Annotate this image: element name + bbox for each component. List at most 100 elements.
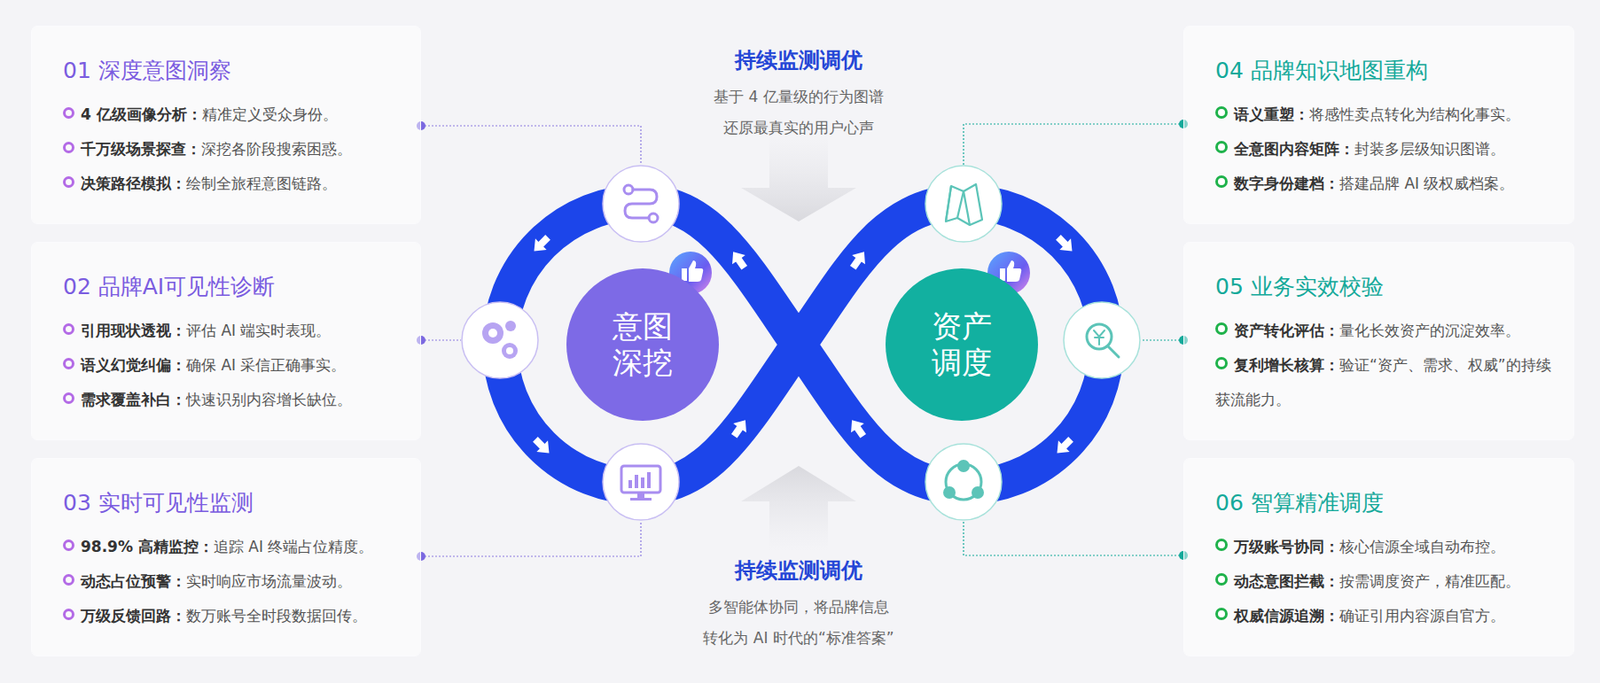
bullet-mark [1215,357,1228,370]
bullet-term: 资产转化评估： [1233,321,1340,340]
bullet-line: 语义重塑：将感性卖点转化为结构化事实。 [1215,97,1556,133]
bullet-desc: 评估 AI 端实时表现。 [186,321,331,340]
route-icon [624,185,658,223]
bullet-mark [62,107,75,119]
bullet-term: 权威信源追溯： [1233,607,1340,625]
bullet-line: 决策路径模拟：绘制全旅程意图链路。 [62,166,403,202]
bullet-term: 引用现状透视： [80,321,187,340]
section-heading: 持续监测调优 [734,556,863,586]
leader-dots [416,119,1188,562]
bullet-mark [62,574,75,586]
bullet-mark [1215,175,1228,188]
monitor-icon [621,466,661,501]
bullet-desc: 实时响应市场流量波动。 [186,572,352,591]
panel-heading: 01 深度意图洞察 [62,56,403,86]
info-panel: 03 实时可见性监测98.9% 高精监控：追踪 AI 终端占位精度。动态占位预警… [31,458,422,657]
map-icon [945,184,983,226]
bullet-mark [1215,140,1228,154]
panel-heading: 02 品牌AI可见性诊断 [62,273,403,302]
bullet-line: 万级账号协同：核心信源全域自动布控。 [1215,530,1556,565]
bullet-desc: 将感性卖点转化为结构化事实。 [1309,105,1521,124]
section-note: 基于 4 亿量级的行为图谱 还原最真实的用户心声 [702,81,896,144]
bullet-line: 数字身份建档：搭建品牌 AI 级权威档案。 [1215,166,1556,202]
bullet-desc: 量化长效资产的沉淀效率。 [1339,321,1521,340]
bullet-desc: 确保 AI 采信正确事实。 [186,356,346,375]
bullet-term: 全意图内容矩阵： [1233,140,1355,158]
info-panel: 01 深度意图洞察4 亿级画像分析：精准定义受众身份。千万级场景探查：深挖各阶段… [31,25,422,225]
circle-fill [566,268,719,422]
bullet-term: 动态占位预警： [80,572,187,591]
bullet-mark [1215,573,1228,586]
bullet-desc: 数万账号全时段数据回传。 [186,607,367,625]
leader-lines [421,124,1184,557]
bullet-term: 万级反馈回路： [80,607,187,625]
bullet-mark [1215,608,1228,621]
gears-icon [482,320,518,360]
section-heading: 持续监测调优 [734,46,863,75]
bullet-term: 4 亿级画像分析： [80,105,203,124]
bullet-term: 决策路径模拟： [80,174,187,193]
bullet-term: 98.9% 高精监控： [80,538,214,556]
bullet-line: 动态意图拦截：按需调度资产，精准匹配。 [1215,564,1556,600]
network-icon [943,460,984,500]
bullet-mark [1215,538,1228,552]
bullet-term: 语义幻觉纠偏： [80,356,187,375]
bullet-mark [62,323,75,336]
bullet-line: 复利增长核算：验证“资产、需求、权威”的持续获流能力。 [1215,348,1556,418]
bullet-mark [62,358,75,370]
bullet-line: 语义幻觉纠偏：确保 AI 采信正确事实。 [62,348,403,383]
info-panel: 02 品牌AI可见性诊断引用现状透视：评估 AI 端实时表现。语义幻觉纠偏：确保… [31,241,422,441]
bullet-term: 复利增长核算： [1233,356,1340,375]
panel-heading: 05 业务实效校验 [1215,273,1556,302]
bullet-line: 4 亿级画像分析：精准定义受众身份。 [62,97,403,133]
bullet-term: 万级账号协同： [1233,538,1340,556]
info-panel: 06 智算精准调度万级账号协同：核心信源全域自动布控。动态意图拦截：按需调度资产… [1183,458,1575,657]
panel-heading: 06 智算精准调度 [1215,489,1556,518]
bullet-line: 万级反馈回路：数万账号全时段数据回传。 [62,599,403,634]
panel-heading: 04 品牌知识地图重构 [1215,56,1556,86]
circle-text: 资产 调度 [928,308,996,382]
icon-circles [461,165,1140,521]
bullet-term: 动态意图拦截： [1233,572,1340,591]
bullet-line: 权威信源追溯：确证引用内容源自官方。 [1215,599,1556,634]
center-circle: 意图 深挖 [566,268,719,422]
bullet-term: 语义重塑： [1233,105,1310,124]
bullet-desc: 快速识别内容增长缺位。 [186,390,352,409]
bullet-term: 千万级场景探查： [80,140,202,158]
bullet-mark [62,392,75,405]
bullet-term: 需求覆盖补白： [80,390,187,409]
bullet-mark [1215,106,1228,119]
direction-arrows [528,232,1078,460]
bullet-mark [62,176,75,188]
bullet-line: 引用现状透视：评估 AI 端实时表现。 [62,313,403,349]
bullet-line: 全意图内容矩阵：封装多层级知识图谱。 [1215,132,1556,167]
bullet-desc: 核心信源全域自动布控。 [1339,538,1506,556]
circle-text: 意图 深挖 [609,308,677,382]
bullet-line: 98.9% 高精监控：追踪 AI 终端占位精度。 [62,530,403,565]
bullet-desc: 深挖各阶段搜索困惑。 [201,140,352,158]
bullet-desc: 追踪 AI 终端占位精度。 [213,538,374,556]
bullet-line: 资产转化评估：量化长效资产的沉淀效率。 [1215,313,1556,349]
info-panel: 05 业务实效校验资产转化评估：量化长效资产的沉淀效率。复利增长核算：验证“资产… [1183,241,1575,441]
bullet-desc: 搭建品牌 AI 级权威档案。 [1339,174,1515,193]
panel-heading: 03 实时可见性监测 [62,489,403,518]
bullet-desc: 精准定义受众身份。 [202,105,338,124]
bullet-line: 动态占位预警：实时响应市场流量波动。 [62,564,403,600]
bullet-desc: 封装多层级知识图谱。 [1354,140,1506,158]
section-note: 多智能体协同，将品牌信息 转化为 AI 时代的“标准答案” [693,592,905,655]
search-icon [1086,324,1119,358]
circle-fill [885,268,1039,422]
bullet-term: 数字身份建档： [1233,174,1340,193]
bullet-desc: 绘制全旅程意图链路。 [186,174,337,193]
bullet-line: 千万级场景探查：深挖各阶段搜索困惑。 [62,132,403,167]
bullet-mark [62,539,75,552]
bullet-desc: 确证引用内容源自官方。 [1339,607,1506,625]
bullet-desc: 按需调度资产，精准匹配。 [1339,572,1521,591]
bullet-mark [1215,322,1228,336]
infinity-loop [499,202,1107,488]
bullet-line: 需求覆盖补白：快速识别内容增长缺位。 [62,382,403,418]
bullet-mark [62,141,75,154]
info-panel: 04 品牌知识地图重构语义重塑：将感性卖点转化为结构化事实。全意图内容矩阵：封装… [1183,25,1575,225]
center-circle: 资产 调度 [885,268,1039,422]
